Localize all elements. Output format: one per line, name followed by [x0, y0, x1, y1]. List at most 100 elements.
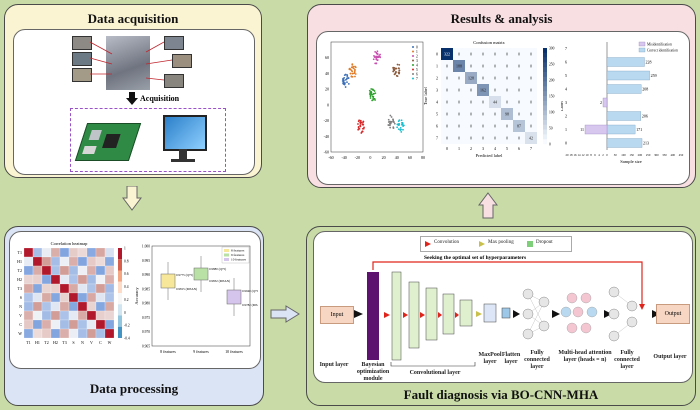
colorbar-label: 0	[549, 143, 551, 147]
category-label: 0	[565, 141, 567, 146]
cm-cell	[465, 132, 477, 144]
accuracy-boxplot: 1.0000.9950.9900.9850.9800.9750.9700.965…	[134, 245, 258, 355]
cm-row-label: 1	[436, 64, 438, 69]
x-axis-label: Sample size	[620, 159, 642, 164]
cm-col-label: 3	[482, 146, 484, 151]
scatter-point	[400, 131, 403, 133]
scatter-point	[358, 119, 361, 122]
scatter-point	[359, 119, 362, 122]
heatmap-col-label: W	[108, 340, 112, 345]
colorbar-segment	[543, 124, 547, 130]
scatter-point	[360, 132, 363, 134]
heatmap-cell	[41, 310, 52, 321]
colorbar-segment	[543, 134, 547, 140]
y-tick-label: 0.965	[142, 345, 150, 349]
cm-value: 0	[470, 124, 472, 129]
scatter-point	[397, 123, 400, 126]
heatmap-cell	[59, 247, 70, 258]
misidentified-bar	[602, 97, 608, 108]
cm-cell	[513, 72, 525, 84]
scatter-point	[395, 67, 398, 70]
heatmap-cell	[77, 274, 88, 285]
cm-value: 0	[446, 100, 448, 105]
colorbar-segment	[543, 120, 547, 126]
cm-value: 0	[482, 64, 484, 69]
heatmap-cell	[77, 283, 88, 294]
cm-value: 0	[506, 76, 508, 81]
cm-col-label: 6	[518, 146, 520, 151]
scatter-point	[376, 50, 379, 53]
cm-value: 0	[470, 136, 472, 141]
cm-value: 0	[530, 64, 532, 69]
legend-swatch	[224, 249, 229, 252]
x-tick-label: 250	[646, 153, 651, 157]
scatter-point	[344, 86, 347, 88]
legend-label: Correct identification	[647, 49, 678, 53]
legend-label: 8 features	[231, 249, 245, 253]
scatter-point	[358, 128, 361, 130]
colorbar-segment	[543, 76, 547, 82]
photo-6	[164, 74, 184, 88]
colorbar-segment	[543, 96, 547, 102]
scatter-point	[343, 76, 346, 79]
x-tick-label: 16	[574, 153, 578, 157]
cm-cell	[501, 108, 513, 120]
scatter-point	[402, 128, 404, 131]
cm-cell	[525, 48, 537, 60]
x-tick-label: 150	[629, 153, 634, 157]
cm-cell	[513, 108, 525, 120]
heatmap-cell	[86, 274, 97, 285]
colorbar-segment	[118, 259, 122, 271]
colorbar-segment	[543, 52, 547, 58]
cm-value: 0	[518, 76, 520, 81]
x-tick-label: 40	[395, 155, 399, 160]
y-tick-label: 0.995	[142, 259, 150, 263]
scatter-point	[387, 124, 390, 126]
scatter-point	[390, 120, 393, 123]
annotation-mean: 0.9782 (MEAN)	[242, 303, 258, 307]
scatter-point	[401, 122, 404, 125]
heatmap-cell	[23, 256, 34, 267]
correct-bar	[606, 111, 642, 121]
heatmap-cell	[68, 319, 79, 330]
legend-convolution: Convolution	[434, 240, 460, 245]
convolution-arrow-icon	[425, 241, 431, 247]
cm-cell	[441, 120, 453, 132]
cm-row-label: 7	[436, 136, 438, 141]
cm-row-label: 5	[436, 112, 438, 117]
y-tick-label: 20	[325, 87, 329, 92]
scatter-point	[372, 58, 375, 61]
heatmap-cell	[95, 301, 106, 312]
cm-value: 0	[494, 88, 496, 93]
heatmap-cell	[95, 247, 106, 258]
y-tick-label: -40	[324, 134, 329, 139]
heatmap-col-label: T1	[26, 340, 30, 345]
scatter-point	[346, 77, 349, 79]
colorbar-segment	[543, 100, 547, 106]
cm-value: 0	[506, 52, 508, 57]
cm-value: 0	[530, 76, 532, 81]
cm-col-label: 5	[506, 146, 508, 151]
scatter-point	[350, 75, 353, 78]
cm-cell	[525, 108, 537, 120]
heatmap-cell	[68, 301, 79, 312]
cm-cell	[525, 60, 537, 72]
cm-value: 0	[518, 136, 520, 141]
legend-marker	[412, 50, 414, 53]
category-label: 4	[565, 87, 567, 92]
legend-label: 10 features	[231, 258, 247, 262]
x-tick-label: 350	[662, 153, 667, 157]
x-tick-label: 9 features	[193, 349, 209, 354]
bar-value: 228	[645, 60, 651, 65]
cm-cell	[477, 120, 489, 132]
cm-value: 0	[446, 64, 448, 69]
heatmap-cell	[95, 265, 106, 276]
y-tick-label: 0.990	[142, 273, 150, 277]
dropout-square-icon	[527, 241, 533, 247]
x-tick-label: -60	[328, 155, 333, 160]
heatmap-cell	[41, 247, 52, 258]
heatmap-row-label: S	[20, 295, 22, 300]
scatter-point	[354, 75, 356, 78]
box	[160, 273, 176, 289]
cm-value: 0	[494, 112, 496, 117]
